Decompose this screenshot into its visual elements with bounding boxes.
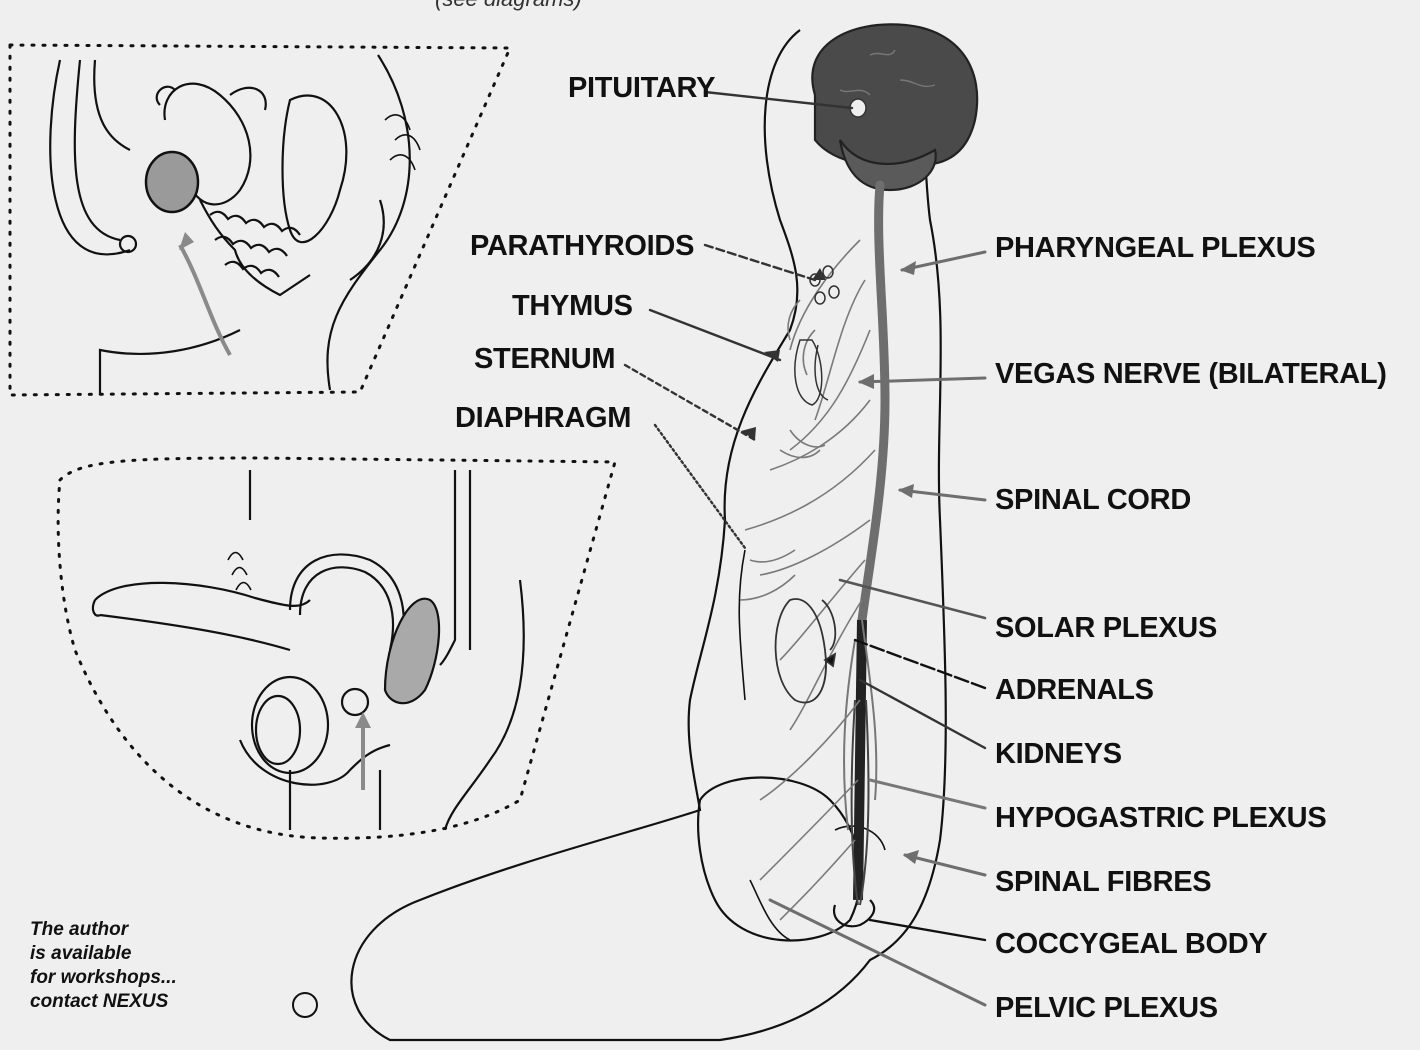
label-spinal-fibres: SPINAL FIBRES: [995, 866, 1211, 899]
leader-hypogastric: [870, 780, 985, 808]
label-pelvic-plexus: PELVIC PLEXUS: [995, 992, 1218, 1025]
label-spinal-cord: SPINAL CORD: [995, 484, 1191, 517]
leader-kidneys: [860, 680, 985, 748]
label-hypogastric-plexus: HYPOGASTRIC PLEXUS: [995, 802, 1326, 835]
author-note-line: is available: [30, 942, 177, 966]
kidney-shapes: [776, 599, 836, 702]
label-diaphragm: DIAPHRAGM: [455, 402, 631, 435]
leader-adrenals: [855, 640, 985, 688]
label-solar-plexus: SOLAR PLEXUS: [995, 612, 1217, 645]
leader-thymus: [650, 310, 780, 360]
label-pharyngeal-plexus: PHARYNGEAL PLEXUS: [995, 232, 1315, 265]
author-note-line: for workshops...: [30, 966, 177, 990]
label-vegas-nerve: VEGAS NERVE (BILATERAL): [995, 358, 1387, 391]
leader-spinal-fibres: [905, 855, 985, 875]
label-thymus: THYMUS: [512, 290, 633, 323]
leader-pelvic: [770, 900, 985, 1005]
label-sternum: STERNUM: [474, 343, 615, 376]
glands-neck: [795, 266, 839, 405]
author-note: The author is available for workshops...…: [30, 918, 177, 1014]
male-inset-border: [58, 458, 615, 838]
label-coccygeal-body: COCCYGEAL BODY: [995, 928, 1267, 961]
label-kidneys: KIDNEYS: [995, 738, 1122, 771]
female-pelvis-inset: [10, 45, 510, 395]
leader-vegas: [860, 378, 985, 382]
leader-sternum: [625, 365, 755, 440]
brain-icon: [812, 24, 977, 166]
label-parathyroids: PARATHYROIDS: [470, 230, 694, 263]
leader-parathyroids: [705, 245, 815, 280]
leader-diaphragm: [655, 425, 745, 548]
leader-coccygeal: [870, 920, 985, 940]
author-note-line: The author: [30, 918, 177, 942]
arrowheads: [741, 261, 919, 864]
label-adrenals: ADRENALS: [995, 674, 1154, 707]
author-note-line: contact NEXUS: [30, 990, 177, 1014]
female-gland-shaded: [146, 152, 198, 212]
copyright-mark-icon: [293, 993, 317, 1017]
body-figure: [351, 24, 977, 1040]
female-inset-border: [10, 45, 510, 395]
label-pituitary: PITUITARY: [568, 72, 715, 105]
spinal-cord: [862, 185, 885, 620]
